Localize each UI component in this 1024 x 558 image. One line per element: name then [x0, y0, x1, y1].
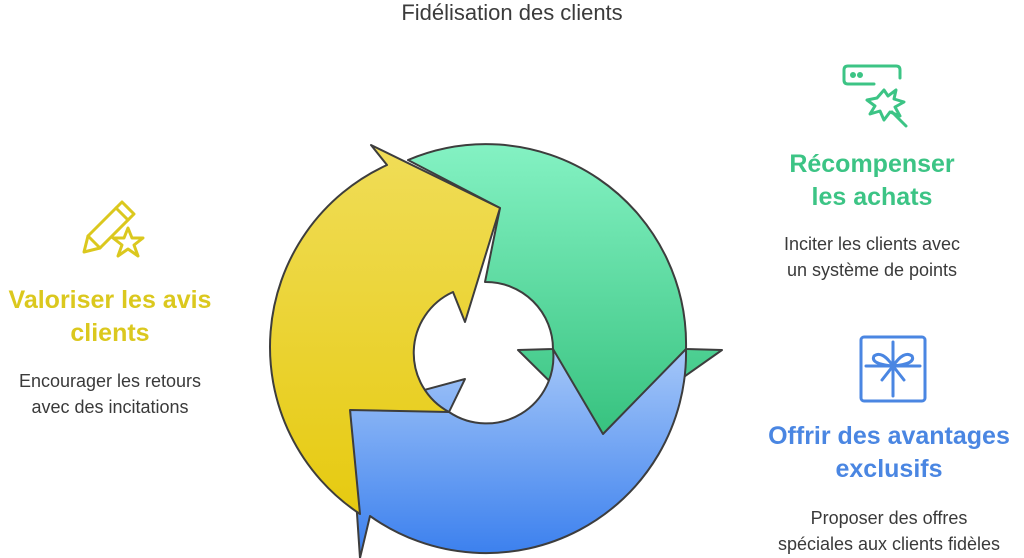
- item-heading-line-1: Offrir des avantages: [768, 422, 1010, 450]
- item-description-line-1: Encourager les retours: [18, 371, 202, 391]
- item-description-line-2: avec des incitations: [31, 397, 189, 417]
- card-burst-icon: [842, 64, 908, 128]
- diagram-title: Fidélisation des clients: [401, 0, 623, 25]
- item-heading-line-2: exclusifs: [835, 455, 943, 483]
- pencil-star-icon: [82, 200, 145, 258]
- item-description-line-1: Inciter les clients avec: [783, 234, 961, 254]
- item-heading-line-1: Récompenser: [789, 150, 955, 178]
- cycle-arrow-green: [407, 143, 723, 435]
- item-heading-line-2: les achats: [811, 183, 933, 211]
- item-heading-line-2: clients: [70, 319, 150, 347]
- cycle-arrow-yellow: [269, 144, 501, 515]
- item-heading-line-1: Valoriser les avis: [8, 286, 212, 314]
- item-description-line-1: Proposer des offres: [810, 508, 968, 528]
- item-description-line-2: un système de points: [786, 260, 958, 280]
- item-description-line-2: spéciales aux clients fidèles: [777, 534, 1001, 554]
- gift-icon: [859, 335, 927, 403]
